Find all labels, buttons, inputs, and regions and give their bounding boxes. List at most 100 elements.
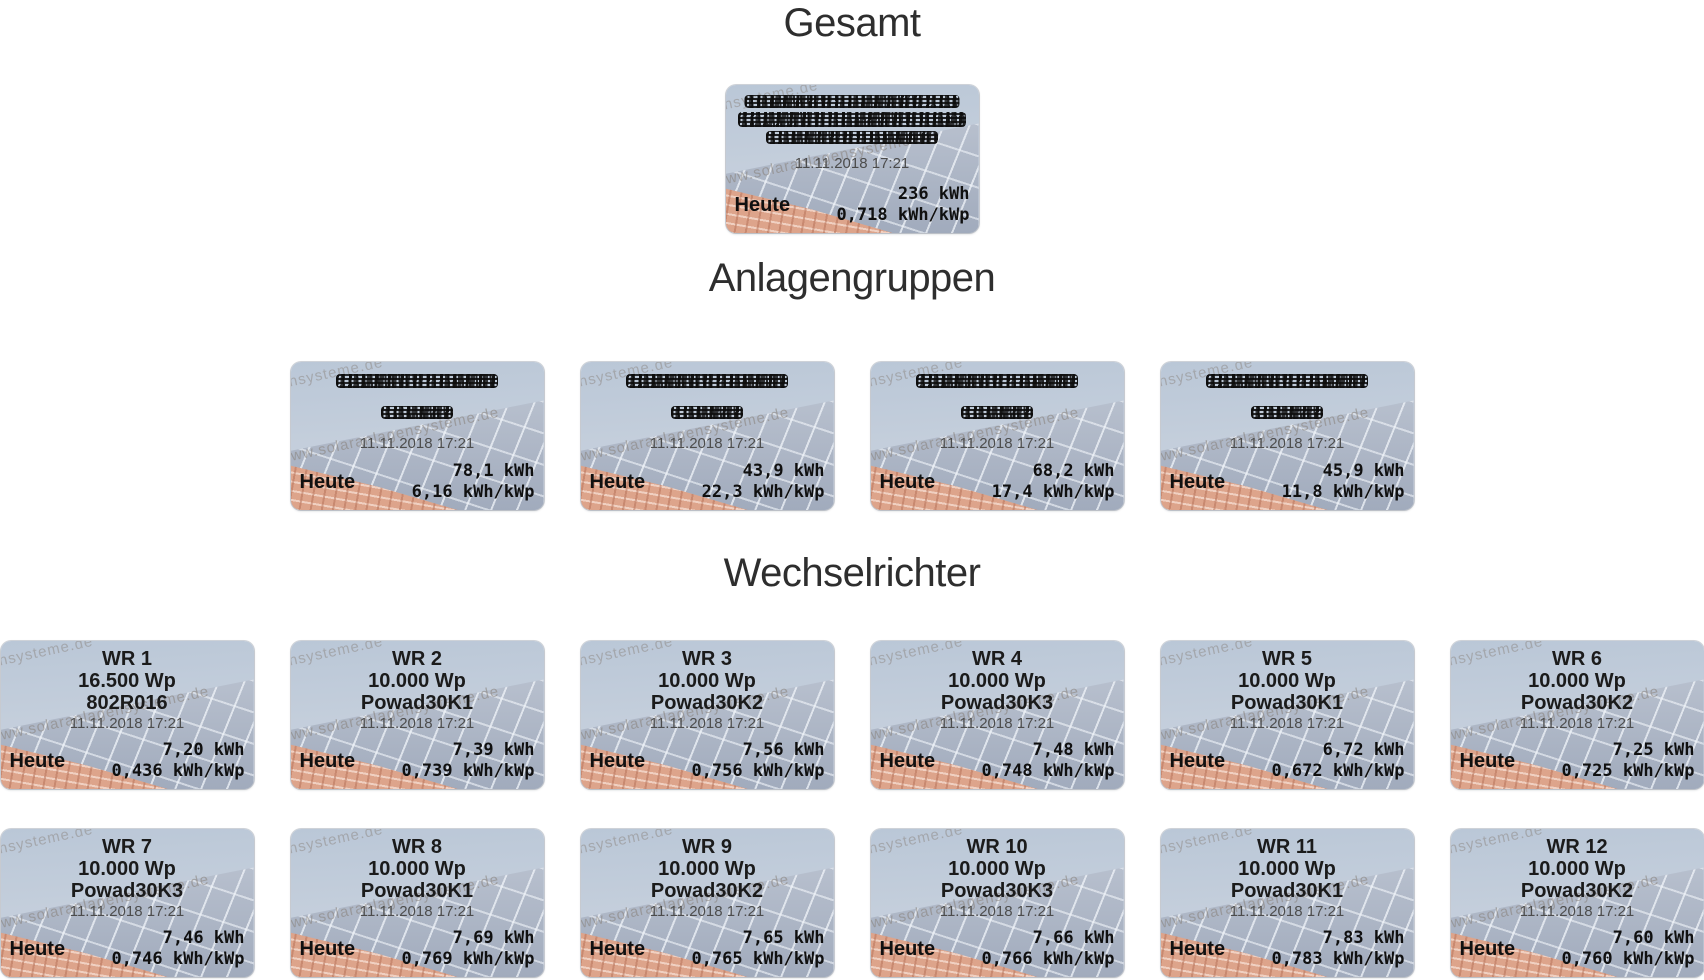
section-title-wechselrichter: Wechselrichter [723,551,981,595]
inverter-peak-power: 16.500 Wp [78,670,176,692]
inverter-name: WR 8 [392,836,442,858]
energy-value: 236 kWh [897,184,970,204]
specific-yield-value: 0,725 kWh/kWp [1561,761,1695,781]
specific-yield-value: 0,765 kWh/kWp [691,949,825,969]
wechselrichter-card[interactable]: www.solaranlagensysteme.de www.solaranla… [1160,829,1414,977]
wechselrichter-card-row-2: www.solaranlagensysteme.de www.solaranla… [0,829,1704,977]
specific-yield-value: 0,783 kWh/kWp [1271,949,1405,969]
wechselrichter-card[interactable]: www.solaranlagensysteme.de www.solaranla… [0,641,254,789]
redacted-name-line [381,406,453,419]
energy-value: 7,69 kWh [452,928,535,948]
period-label: Heute [299,938,356,960]
wechselrichter-card[interactable]: www.solaranlagensysteme.de www.solaranla… [1450,641,1704,789]
inverter-model: Powad30K2 [650,880,764,902]
energy-value: 7,20 kWh [162,740,245,760]
section-title-anlagengruppen: Anlagengruppen [708,256,996,300]
redacted-name-line [1251,406,1323,419]
inverter-model: Powad30K2 [650,692,764,714]
specific-yield-value: 0,748 kWh/kWp [981,761,1115,781]
anlagengruppe-card[interactable]: www.solaranlagensysteme.de www.solaranla… [580,362,834,510]
redacted-name-line [766,131,938,144]
energy-value: 7,25 kWh [1612,740,1695,760]
card-timestamp: 11.11.2018 17:21 [649,715,765,732]
card-timestamp: 11.11.2018 17:21 [69,715,185,732]
wechselrichter-card[interactable]: www.solaranlagensysteme.de www.solaranla… [290,829,544,977]
anlagengruppe-card[interactable]: www.solaranlagensysteme.de www.solaranla… [870,362,1124,510]
inverter-model: Powad30K1 [360,880,474,902]
card-timestamp: 11.11.2018 17:21 [794,155,910,172]
energy-value: 7,46 kWh [162,928,245,948]
inverter-model: Powad30K3 [940,692,1054,714]
redacted-name-line [916,374,1078,388]
period-label: Heute [589,750,646,772]
inverter-name: WR 9 [682,836,732,858]
energy-value: 6,72 kWh [1322,740,1405,760]
wechselrichter-card[interactable]: www.solaranlagensysteme.de www.solaranla… [580,829,834,977]
inverter-model: Powad30K1 [1230,692,1344,714]
card-timestamp: 11.11.2018 17:21 [1229,715,1345,732]
card-timestamp: 11.11.2018 17:21 [69,903,185,920]
energy-value: 7,56 kWh [742,740,825,760]
wechselrichter-card[interactable]: www.solaranlagensysteme.de www.solaranla… [290,641,544,789]
inverter-name: WR 11 [1256,836,1318,858]
card-timestamp: 11.11.2018 17:21 [359,715,475,732]
redacted-name-line [738,112,966,127]
gesamt-card-row: www.solaranlagensysteme.de www.solaranla… [0,85,1704,233]
inverter-model: Powad30K1 [360,692,474,714]
inverter-peak-power: 10.000 Wp [658,858,756,880]
energy-value: 7,48 kWh [1032,740,1115,760]
specific-yield-value: 0,746 kWh/kWp [111,949,245,969]
inverter-peak-power: 10.000 Wp [1528,858,1626,880]
wechselrichter-card-row-1: www.solaranlagensysteme.de www.solaranla… [0,641,1704,789]
inverter-name: WR 2 [392,648,442,670]
energy-value: 45,9 kWh [1322,461,1405,481]
period-label: Heute [299,750,356,772]
inverter-name: WR 5 [1262,648,1312,670]
card-timestamp: 11.11.2018 17:21 [1229,435,1345,452]
specific-yield-value: 0,766 kWh/kWp [981,949,1115,969]
anlagengruppe-card[interactable]: www.solaranlagensysteme.de www.solaranla… [1160,362,1414,510]
inverter-peak-power: 10.000 Wp [1238,858,1336,880]
specific-yield-value: 0,739 kWh/kWp [401,761,535,781]
inverter-model: Powad30K1 [1230,880,1344,902]
wechselrichter-card[interactable]: www.solaranlagensysteme.de www.solaranla… [1450,829,1704,977]
energy-value: 78,1 kWh [452,461,535,481]
wechselrichter-card[interactable]: www.solaranlagensysteme.de www.solaranla… [870,641,1124,789]
energy-value: 7,65 kWh [742,928,825,948]
inverter-peak-power: 10.000 Wp [658,670,756,692]
inverter-model: Powad30K3 [940,880,1054,902]
inverter-peak-power: 10.000 Wp [78,858,176,880]
inverter-name: WR 6 [1552,648,1602,670]
redacted-name-line [626,374,788,388]
period-label: Heute [734,194,791,216]
period-label: Heute [299,471,356,493]
specific-yield-value: 0,760 kWh/kWp [1561,949,1695,969]
inverter-peak-power: 10.000 Wp [368,858,466,880]
energy-value: 68,2 kWh [1032,461,1115,481]
inverter-name: WR 1 [102,648,152,670]
card-timestamp: 11.11.2018 17:21 [1519,903,1635,920]
period-label: Heute [879,471,936,493]
specific-yield-value: 22,3 kWh/kWp [701,482,825,502]
wechselrichter-card[interactable]: www.solaranlagensysteme.de www.solaranla… [1160,641,1414,789]
card-timestamp: 11.11.2018 17:21 [359,903,475,920]
wechselrichter-card[interactable]: www.solaranlagensysteme.de www.solaranla… [580,641,834,789]
specific-yield-value: 0,436 kWh/kWp [111,761,245,781]
redacted-name-line [744,95,960,108]
wechselrichter-card[interactable]: www.solaranlagensysteme.de www.solaranla… [870,829,1124,977]
specific-yield-value: 11,8 kWh/kWp [1281,482,1405,502]
card-timestamp: 11.11.2018 17:21 [649,903,765,920]
inverter-peak-power: 10.000 Wp [1528,670,1626,692]
card-timestamp: 11.11.2018 17:21 [1519,715,1635,732]
inverter-model: Powad30K3 [70,880,184,902]
inverter-peak-power: 10.000 Wp [948,670,1046,692]
wechselrichter-card[interactable]: www.solaranlagensysteme.de www.solaranla… [0,829,254,977]
redacted-name-line [336,374,498,388]
gesamt-summary-card[interactable]: www.solaranlagensysteme.de www.solaranla… [725,85,979,233]
period-label: Heute [1169,750,1226,772]
redacted-name-line [671,406,743,419]
period-label: Heute [9,938,66,960]
anlagengruppe-card[interactable]: www.solaranlagensysteme.de www.solaranla… [290,362,544,510]
card-timestamp: 11.11.2018 17:21 [359,435,475,452]
period-label: Heute [589,938,646,960]
